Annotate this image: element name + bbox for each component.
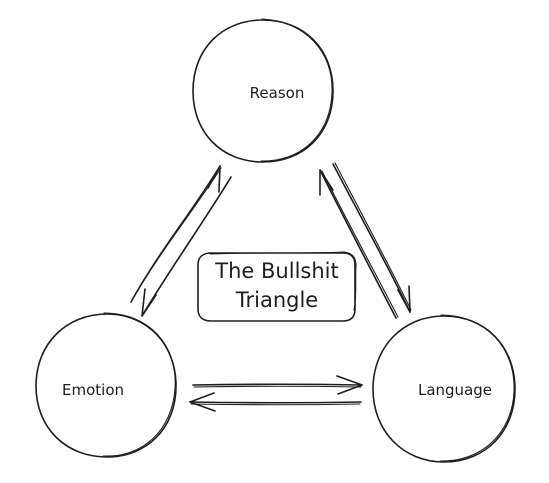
arrow-language-to-emotion-head [189, 392, 216, 412]
arrow-language-to-reason-shaft-sketch [321, 170, 399, 318]
arrow-emotion-to-language-head [336, 375, 363, 395]
node-language-circle-sketch [439, 314, 515, 462]
arrow-emotion-to-language-shaft [192, 383, 363, 386]
arrow-reason-to-language-shaft-sketch [334, 162, 412, 311]
node-emotion-circle-sketch [102, 312, 176, 457]
title-box: The Bullshit Triangle [197, 251, 357, 322]
arrow-reason-to-language [332, 162, 412, 313]
arrow-language-to-emotion-shaft [189, 401, 362, 404]
arrow-emotion-to-language [192, 375, 363, 395]
arrow-reason-to-emotion-head [141, 288, 157, 317]
title-box-border [197, 252, 356, 322]
node-reason-label: Reason [250, 84, 305, 102]
node-language-label: Language [418, 381, 492, 399]
title-box-border-sketch [209, 251, 357, 311]
node-emotion-label: Emotion [62, 381, 124, 399]
arrow-reason-to-language-shaft [332, 163, 411, 313]
arrow-language-to-reason-shaft [319, 169, 397, 319]
arrow-emotion-to-reason [130, 165, 222, 303]
arrow-emotion-to-reason-head [207, 165, 221, 193]
node-language: Language [372, 314, 516, 463]
node-emotion-circle [35, 313, 177, 458]
node-reason: Reason [192, 18, 334, 163]
arrow-reason-to-emotion-shaft-sketch [142, 178, 231, 315]
arrow-language-to-emotion-shaft-sketch [190, 403, 361, 406]
arrow-language-to-emotion [189, 392, 362, 412]
arrow-reason-to-language-head [397, 285, 411, 313]
arrow-language-to-reason [319, 169, 399, 319]
node-reason-circle-sketch [260, 18, 333, 162]
arrow-emotion-to-language-shaft-sketch [193, 385, 362, 388]
title-line-2: Triangle [235, 288, 318, 312]
arrow-reason-to-emotion [141, 176, 232, 317]
arrow-language-to-reason-head [319, 169, 334, 196]
title-line-1: The Bullshit [214, 259, 338, 283]
node-emotion: Emotion [35, 312, 177, 458]
